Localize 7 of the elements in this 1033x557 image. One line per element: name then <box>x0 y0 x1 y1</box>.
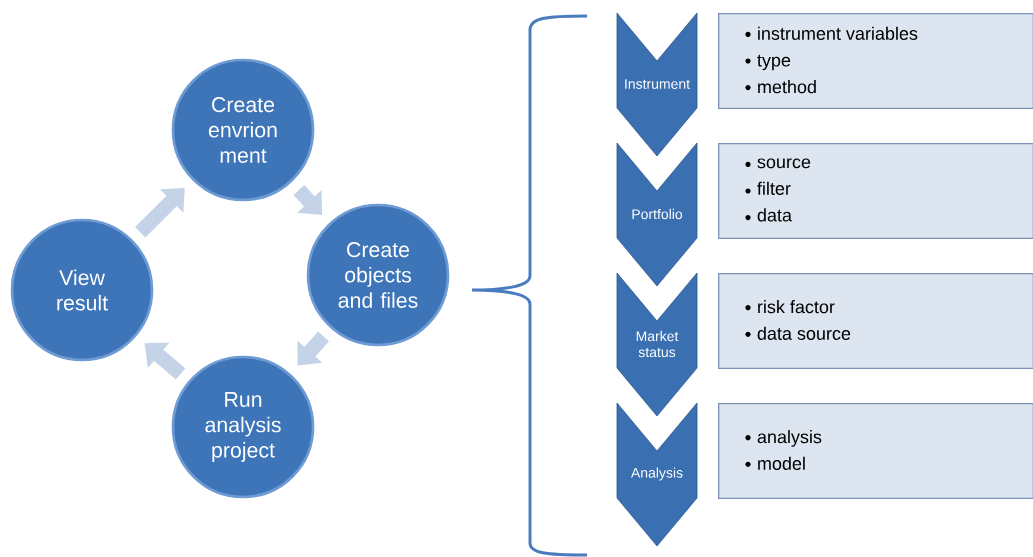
bullet-list-box: instrument variables type method <box>718 13 1033 109</box>
block-arrow <box>297 331 330 366</box>
block-arrow <box>144 342 186 380</box>
bullet-list-box: analysis model <box>718 403 1033 499</box>
bullet-list-box: source filter data <box>718 143 1033 239</box>
bullet-list-box: risk factor data source <box>718 273 1033 369</box>
block-arrow <box>293 185 323 215</box>
